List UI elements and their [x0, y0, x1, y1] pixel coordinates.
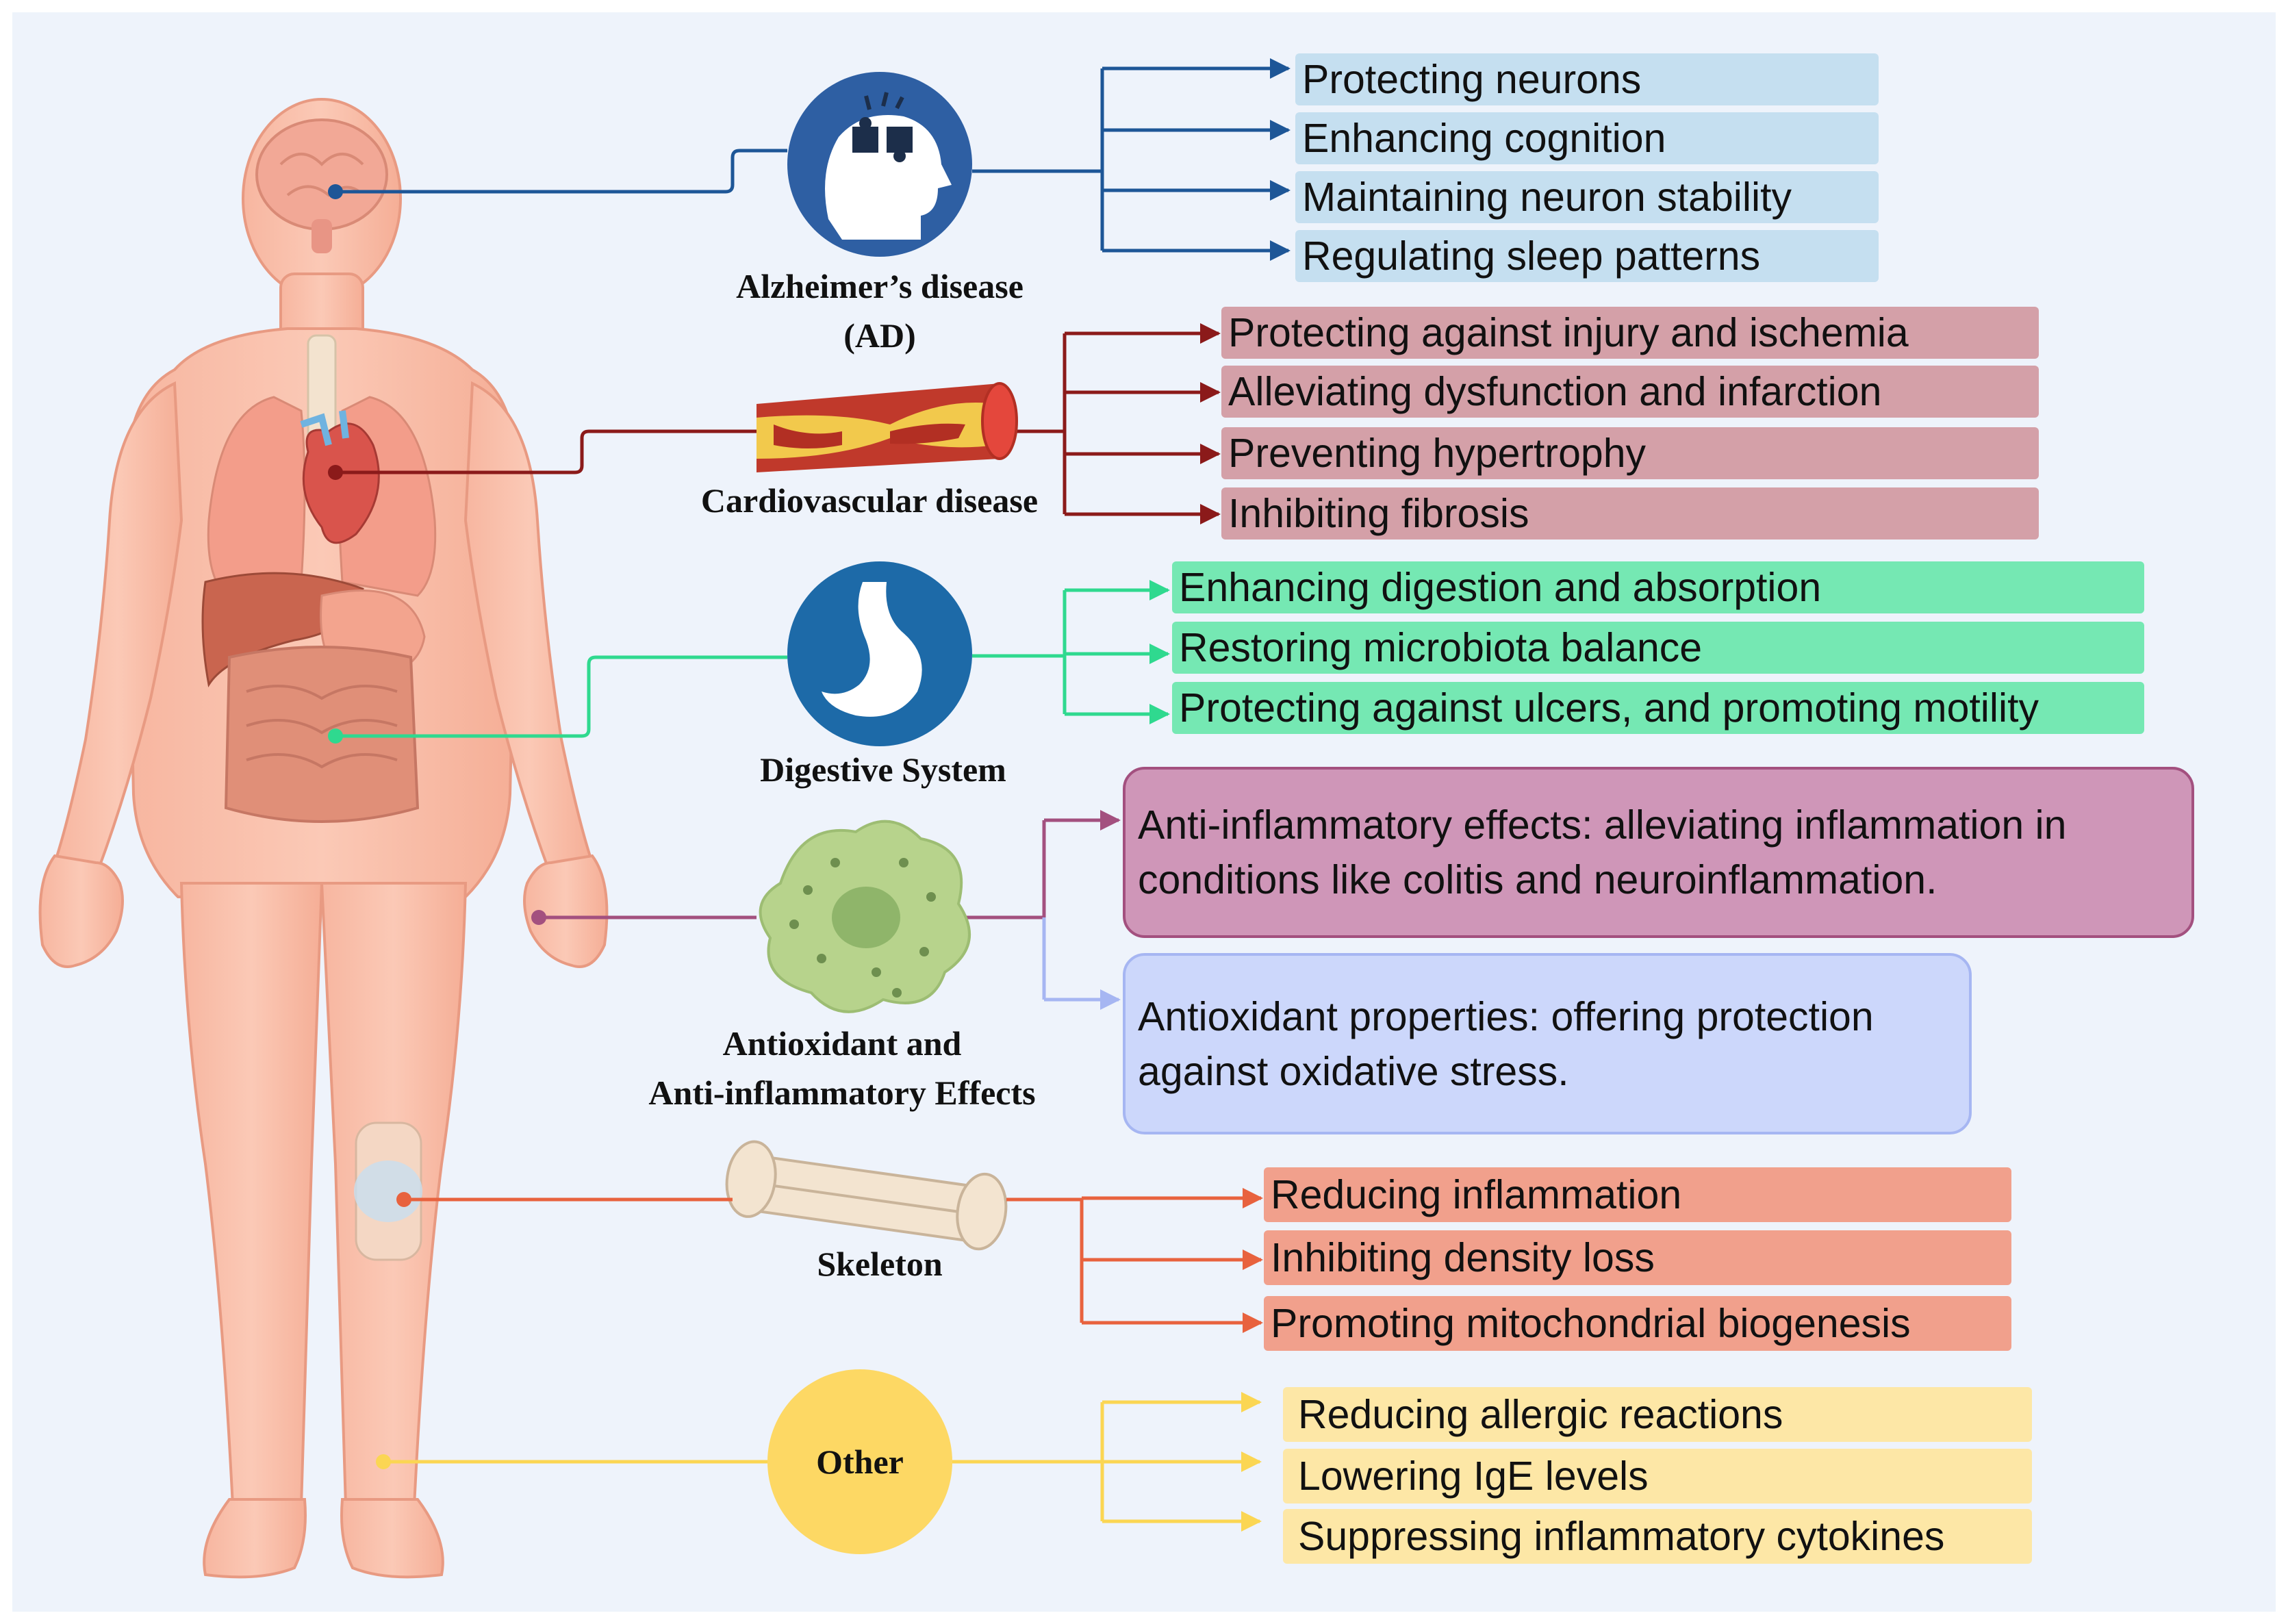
effect-antiox-2: Antioxidant properties: offering protect…	[1123, 953, 1972, 1134]
effect-skeleton-1: Reducing inflammation	[1264, 1167, 2011, 1222]
effect-digestive-3: Protecting against ulcers, and promoting…	[1172, 682, 2144, 734]
effect-other-2-label: Lowering IgE levels	[1298, 1454, 1649, 1499]
effect-other-1: Reducing allergic reactions	[1283, 1387, 2032, 1442]
effect-cardio-4-label: Inhibiting fibrosis	[1228, 491, 1529, 536]
effect-cardio-3-label: Preventing hypertrophy	[1228, 431, 1647, 476]
caption-ad-title: Alzheimer’s disease	[736, 267, 1024, 305]
immune-cell-icon	[759, 820, 971, 1013]
caption-antiox: Antioxidant and Anti-inflammatory Effect…	[596, 1019, 1089, 1117]
effect-ad-3-label: Maintaining neuron stability	[1302, 175, 1792, 220]
effect-other-2: Lowering IgE levels	[1283, 1449, 2032, 1504]
effect-other-3: Suppressing inflammatory cytokines	[1283, 1509, 2032, 1564]
effect-cardio-1-label: Protecting against injury and ischemia	[1228, 310, 1909, 355]
effect-cardio-4: Inhibiting fibrosis	[1221, 487, 2039, 540]
effect-skeleton-1-label: Reducing inflammation	[1271, 1172, 1682, 1217]
effect-ad-1: Protecting neurons	[1295, 53, 1879, 105]
effect-ad-1-label: Protecting neurons	[1302, 57, 1642, 102]
other-circle	[767, 1369, 952, 1554]
connector-in-digestive	[335, 655, 787, 738]
effect-cardio-2: Alleviating dysfunction and infarction	[1221, 366, 2039, 418]
effect-cardio-3: Preventing hypertrophy	[1221, 427, 2039, 479]
effect-antiox-2-label: Antioxidant properties: offering protect…	[1138, 993, 1874, 1094]
connector-in-ad	[335, 149, 787, 194]
connector-in-cardio	[335, 429, 757, 474]
effect-ad-4-label: Regulating sleep patterns	[1302, 233, 1761, 279]
effect-skeleton-3-label: Promoting mitochondrial biogenesis	[1271, 1301, 1911, 1346]
effect-digestive-3-label: Protecting against ulcers, and promoting…	[1179, 685, 2039, 731]
effect-ad-3: Maintaining neuron stability	[1295, 171, 1879, 223]
artery-plaque-icon	[757, 382, 1018, 472]
effect-digestive-2: Restoring microbiota balance	[1172, 622, 2144, 674]
effect-digestive-2-label: Restoring microbiota balance	[1179, 625, 1703, 670]
caption-other: Other	[816, 1443, 904, 1481]
head-puzzle-icon	[787, 72, 972, 257]
stomach-icon	[787, 561, 972, 746]
effect-cardio-2-label: Alleviating dysfunction and infarction	[1228, 369, 1882, 414]
effect-digestive-1: Enhancing digestion and absorption	[1172, 561, 2144, 613]
caption-cardio: Cardiovascular disease	[700, 481, 1039, 520]
effect-skeleton-2-label: Inhibiting density loss	[1271, 1235, 1655, 1280]
effect-ad-2-label: Enhancing cognition	[1302, 116, 1666, 161]
caption-ad: Alzheimer’s disease (AD)	[705, 262, 1054, 360]
effect-skeleton-2: Inhibiting density loss	[1264, 1230, 2011, 1285]
brain-icon	[255, 118, 388, 253]
effect-ad-4: Regulating sleep patterns	[1295, 230, 1879, 282]
effect-cardio-1: Protecting against injury and ischemia	[1221, 307, 2039, 359]
effect-antiox-1-label: Anti-inflammatory effects: alleviating i…	[1138, 802, 2067, 902]
bone-icon	[725, 1140, 1008, 1251]
effect-skeleton-3: Promoting mitochondrial biogenesis	[1264, 1296, 2011, 1351]
effect-digestive-1-label: Enhancing digestion and absorption	[1179, 565, 1822, 610]
effect-ad-2: Enhancing cognition	[1295, 112, 1879, 164]
effect-other-1-label: Reducing allergic reactions	[1298, 1392, 1783, 1437]
effect-other-3-label: Suppressing inflammatory cytokines	[1298, 1514, 1945, 1559]
caption-skeleton: Skeleton	[817, 1245, 943, 1283]
effect-antiox-1: Anti-inflammatory effects: alleviating i…	[1123, 767, 2194, 938]
caption-digestive: Digestive System	[760, 750, 1006, 789]
caption-antiox-title: Antioxidant and	[722, 1024, 962, 1063]
caption-ad-subtitle: (AD)	[843, 316, 916, 355]
caption-antiox-subtitle: Anti-inflammatory Effects	[648, 1074, 1036, 1112]
